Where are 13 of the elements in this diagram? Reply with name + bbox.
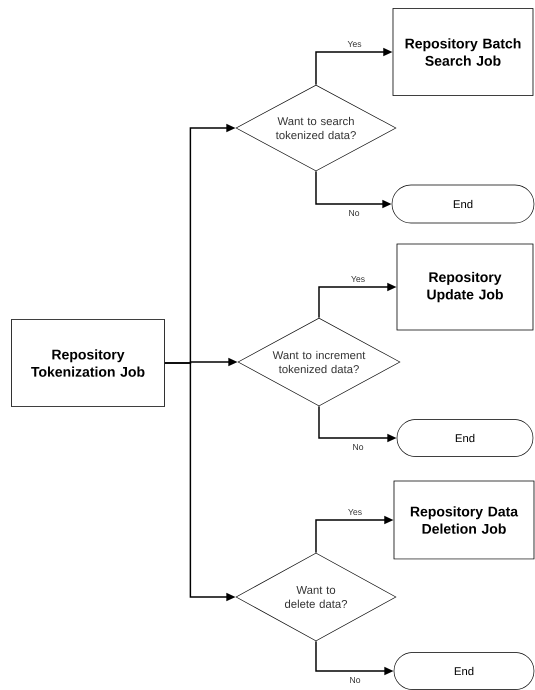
terminator: End: [394, 652, 534, 690]
edge-label: Yes: [348, 41, 362, 48]
process-box: Repository Tokenization Job: [11, 319, 165, 407]
edge-label: No: [353, 444, 364, 450]
process-box: Repository Batch Search Job: [392, 8, 534, 96]
edge-label: Yes: [348, 508, 362, 516]
process-box: Repository Data Deletion Job: [394, 480, 534, 560]
edge-label: Yes: [351, 276, 365, 282]
terminator: End: [392, 184, 534, 224]
terminator: End: [396, 419, 534, 457]
edge-label: No: [350, 676, 360, 684]
process-box: Repository Update Job: [396, 244, 534, 330]
edge-label: No: [349, 210, 360, 216]
